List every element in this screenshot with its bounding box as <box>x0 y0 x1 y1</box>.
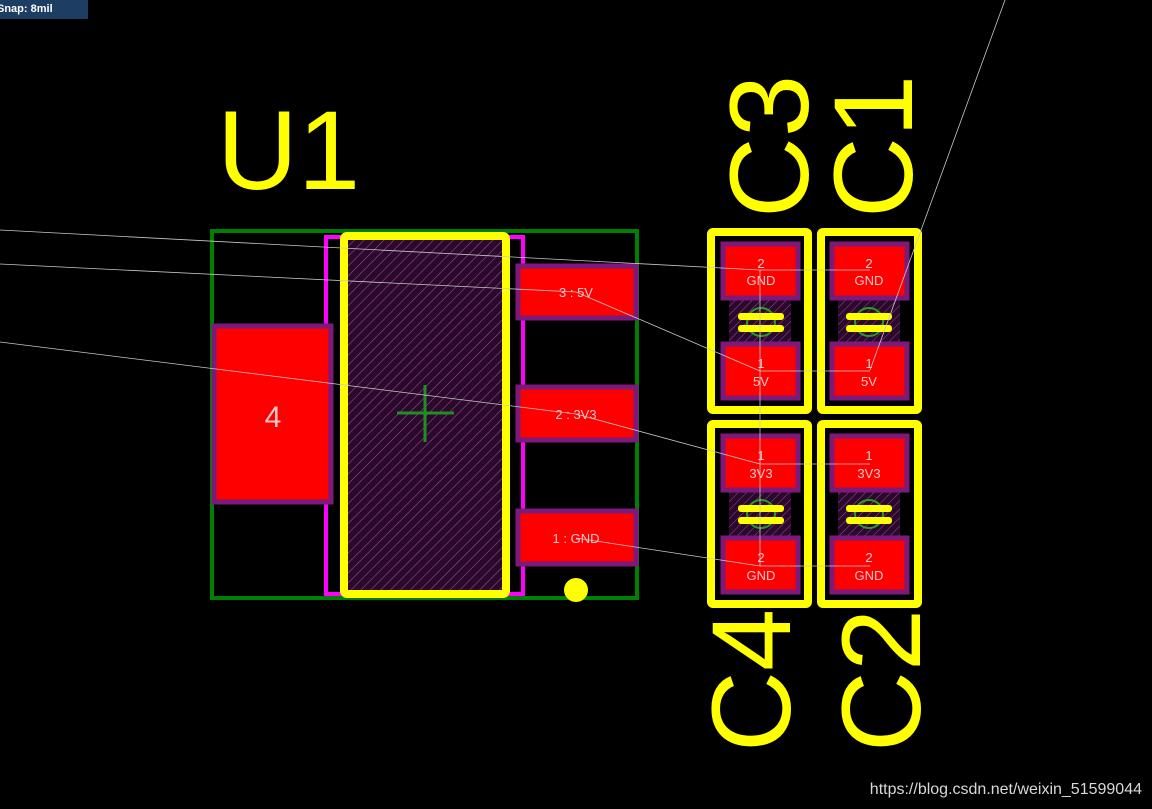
ratsnest <box>0 0 1006 567</box>
c2-pad-1[interactable] <box>829 433 910 493</box>
c3-polarity-bar-bottom <box>738 325 784 332</box>
c1-origin-ring <box>854 307 884 337</box>
u1-pad-2-label: 2 : 3V3 <box>555 407 596 422</box>
c2-pad-1-net: 3V3 <box>857 466 880 481</box>
c3-pad-2-net: GND <box>747 273 776 288</box>
c3-designator[interactable]: C3 <box>707 75 832 218</box>
c4-pad-2[interactable] <box>720 535 801 595</box>
c4-designator[interactable]: C4 <box>689 609 814 752</box>
c4-pad-2-num: 2 <box>757 550 764 565</box>
c2-polarity-bar-bottom <box>846 517 892 524</box>
c4-polarity-bar-top <box>738 505 784 512</box>
c1-body <box>838 298 900 344</box>
c1-pad-1-net: 5V <box>861 374 877 389</box>
ratsnest-line <box>869 0 1006 371</box>
c2-pad-1-num: 1 <box>865 448 872 463</box>
u1-pin1-marker <box>564 578 588 602</box>
c2-silk-outline <box>817 420 922 608</box>
u1-component[interactable]: 4 3 : 5V 2 : 3V3 1 : GND U1 <box>210 88 639 602</box>
c2-pad-2[interactable] <box>829 535 910 595</box>
c2-pad-2-net: GND <box>855 568 884 583</box>
c4-pad-1-net: 3V3 <box>749 466 772 481</box>
c3-origin-ring <box>746 307 776 337</box>
c2-polarity-bar-top <box>846 505 892 512</box>
c1-pad-2-net: GND <box>855 273 884 288</box>
c1-designator[interactable]: C1 <box>811 75 936 218</box>
watermark-text: https://blog.csdn.net/weixin_51599044 <box>869 781 1142 798</box>
u1-pad-1[interactable] <box>515 508 639 567</box>
c4-component[interactable]: 1 3V3 2 GND C4 <box>689 420 814 752</box>
ratsnest-line <box>575 537 761 567</box>
u1-pad-4[interactable] <box>211 323 334 505</box>
snap-status-badge: Snap: 8mil <box>0 0 88 19</box>
c1-polarity-bar-bottom <box>846 325 892 332</box>
c2-body <box>838 490 900 538</box>
ratsnest-line <box>0 229 761 271</box>
c3-silk-outline <box>707 228 812 414</box>
c1-pad-2-num: 2 <box>865 256 872 271</box>
c4-pad-1-num: 1 <box>757 448 764 463</box>
c2-component[interactable]: 1 3V3 2 GND C2 <box>817 420 944 752</box>
ratsnest-line <box>0 263 577 293</box>
c1-pad-1-num: 1 <box>865 356 872 371</box>
ratsnest-line <box>575 291 761 372</box>
c4-pad-2-net: GND <box>747 568 776 583</box>
c3-pad-2[interactable] <box>720 241 801 301</box>
c3-pad-1-num: 1 <box>757 356 764 371</box>
c2-origin-ring <box>854 499 884 529</box>
c3-pad-1-net: 5V <box>753 374 769 389</box>
c2-designator[interactable]: C2 <box>819 609 944 752</box>
c1-component[interactable]: 2 GND 1 5V C1 <box>811 75 936 414</box>
c1-pad-2[interactable] <box>829 241 910 301</box>
c2-pad-2-num: 2 <box>865 550 872 565</box>
c3-pad-2-num: 2 <box>757 256 764 271</box>
c4-pad-1[interactable] <box>720 433 801 493</box>
u1-pad-2[interactable] <box>515 384 639 443</box>
c4-polarity-bar-bottom <box>738 517 784 524</box>
c3-polarity-bar-top <box>738 313 784 320</box>
ratsnest-line <box>575 413 761 465</box>
u1-designator[interactable]: U1 <box>217 88 360 213</box>
c4-silk-outline <box>707 420 812 608</box>
u1-pad-4-label: 4 <box>265 401 282 434</box>
c4-origin-ring <box>746 499 776 529</box>
u1-pad-1-label: 1 : GND <box>553 531 600 546</box>
c1-polarity-bar-top <box>846 313 892 320</box>
ratsnest-line <box>0 341 577 415</box>
c1-silk-outline <box>817 228 922 414</box>
